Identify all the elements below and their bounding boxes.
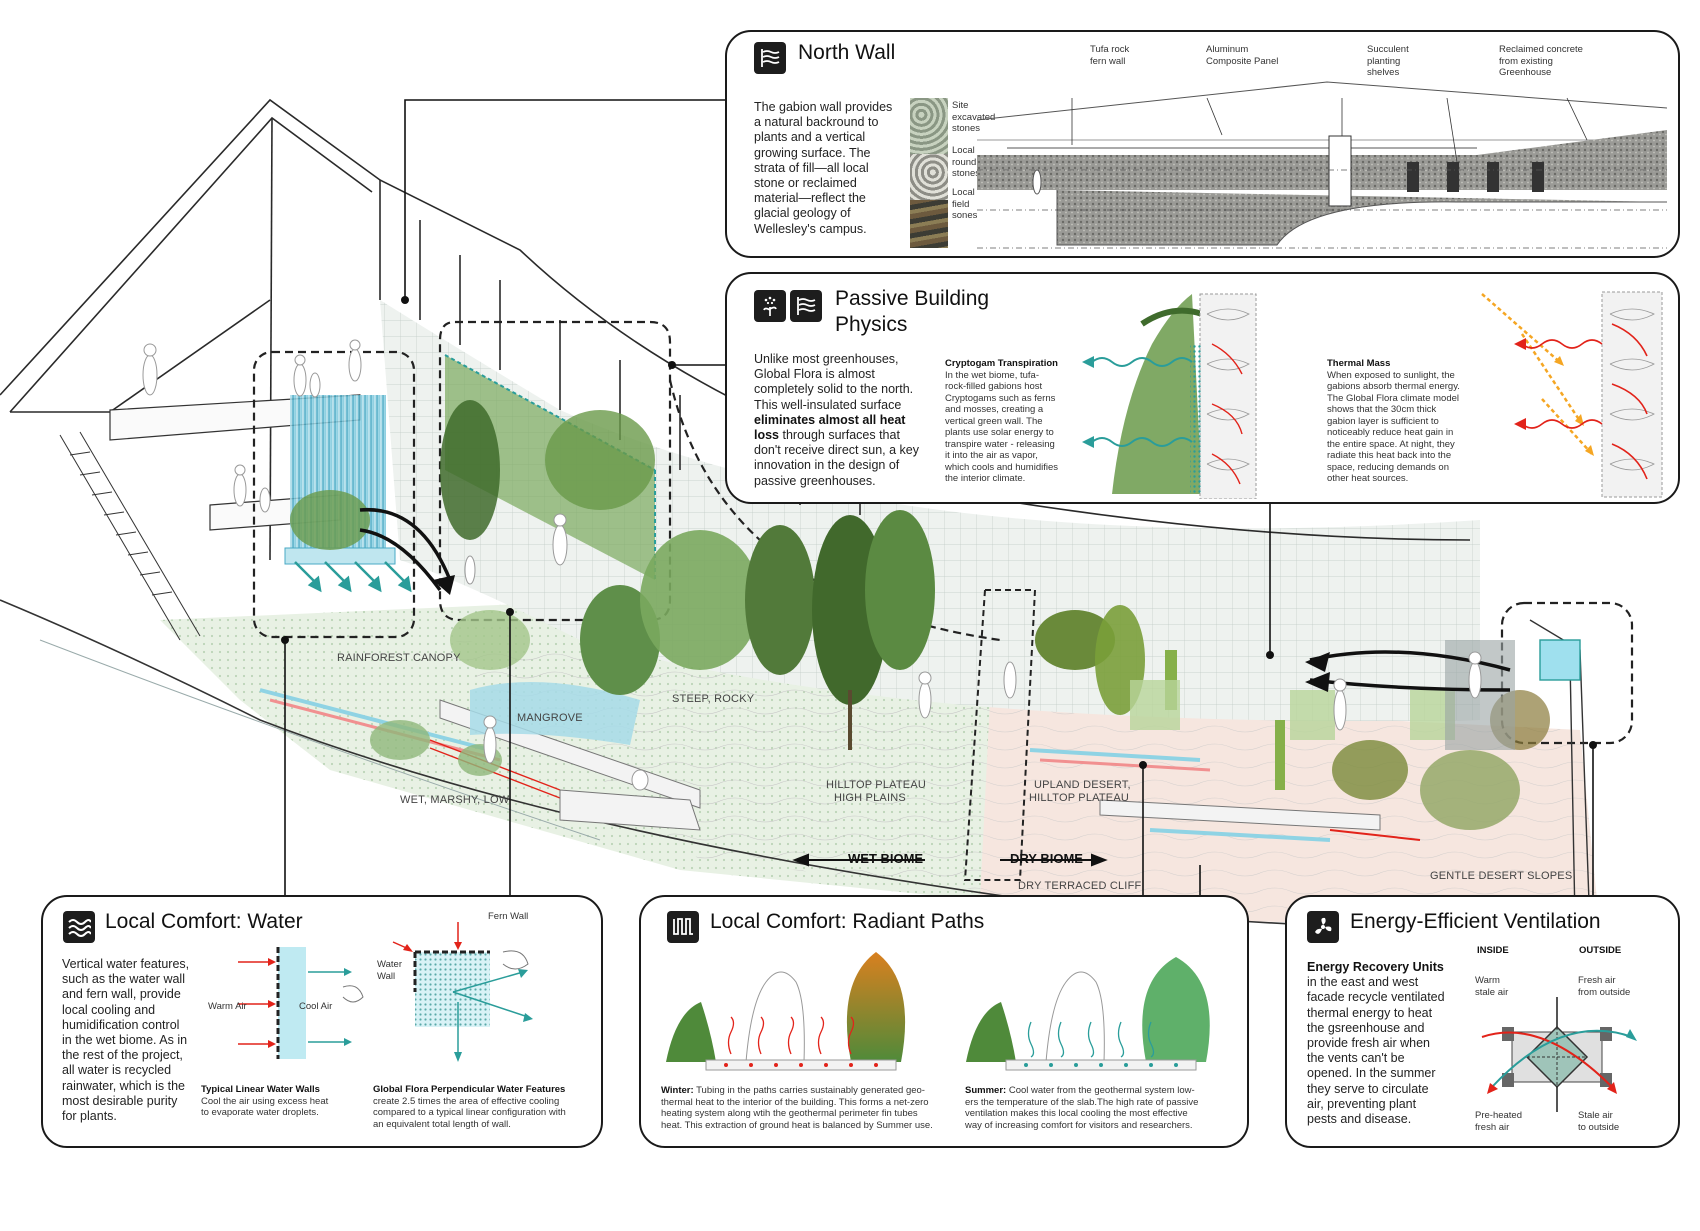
label-wet-biome: WET BIOME bbox=[848, 851, 924, 866]
radiant-paths-panel: Local Comfort: Radiant Paths Winter: Tub… bbox=[639, 895, 1249, 1148]
summer-caption: Summer: Cool water from the geothermal s… bbox=[965, 1085, 1199, 1131]
radiant-title: Local Comfort: Radiant Paths bbox=[710, 910, 985, 933]
water-panel: Local Comfort: Water Vertical water feat… bbox=[41, 895, 603, 1148]
perpendicular-water-feature-diagram bbox=[392, 922, 533, 1062]
summer-radiant-diagram bbox=[966, 957, 1210, 1071]
label-upland-desert: UPLAND DESERT, bbox=[1034, 779, 1131, 791]
label-rainforest-canopy: RAINFOREST CANOPY bbox=[337, 652, 461, 664]
cryptogam-text: Cryptogam Transpiration In the wet biome… bbox=[945, 358, 1059, 484]
water-body: Vertical water features,such as the wate… bbox=[62, 957, 190, 1124]
label-dry-terraced-cliff: DRY TERRACED CLIFF bbox=[1018, 880, 1142, 892]
warm-air-label: Warm Air bbox=[208, 1001, 247, 1012]
label-dry-biome: DRY BIOME bbox=[1010, 851, 1083, 866]
water-waves-icon bbox=[63, 911, 95, 943]
outside-label: OUTSIDE bbox=[1579, 945, 1622, 956]
sun-plant-icon bbox=[754, 290, 786, 322]
wall-icon bbox=[790, 290, 822, 322]
thermal-mass-diagram bbox=[1481, 291, 1663, 498]
radiant-coil-icon bbox=[667, 911, 699, 943]
ventilation-panel: Energy-Efficient Ventilation Energy Reco… bbox=[1285, 895, 1680, 1148]
airflow-arrows bbox=[359, 507, 1511, 692]
north-wall-section-drawing bbox=[977, 81, 1667, 249]
erv-diagram bbox=[1481, 997, 1637, 1112]
wet-biome-trees bbox=[290, 400, 935, 776]
winter-caption: Winter: Tubing in the paths carries sust… bbox=[661, 1085, 933, 1131]
stone-swatch-local-field bbox=[910, 200, 948, 248]
wall-icon bbox=[754, 42, 786, 74]
fern-wall-label: Fern Wall bbox=[488, 911, 529, 922]
label-high-plains: HIGH PLAINS bbox=[834, 792, 906, 804]
people-silhouettes bbox=[142, 339, 1482, 791]
north-wall-title: North Wall bbox=[798, 41, 896, 64]
cool-air-label: Cool Air bbox=[299, 1001, 333, 1012]
water-title: Local Comfort: Water bbox=[105, 910, 303, 933]
stone-swatch-local-round bbox=[910, 154, 948, 200]
label-mangrove: MANGROVE bbox=[517, 712, 583, 724]
perpendicular-water-caption: Global Flora Perpendicular Water Feature… bbox=[373, 1084, 566, 1130]
ventilation-title: Energy-Efficient Ventilation bbox=[1350, 910, 1601, 933]
passive-physics-body: Unlike most greenhouses,Global Flora is … bbox=[754, 352, 919, 488]
linear-water-wall-caption: Typical Linear Water Walls Cool the air … bbox=[201, 1084, 329, 1118]
leader-lines bbox=[284, 99, 1594, 895]
cryptogam-diagram bbox=[1082, 293, 1257, 499]
ventilation-body: Energy Recovery Units in the east and we… bbox=[1307, 960, 1445, 1127]
thermal-mass-text: Thermal Mass When exposed to sunlight, t… bbox=[1327, 358, 1460, 484]
label-gentle-desert-slopes: GENTLE DESERT SLOPES bbox=[1430, 870, 1573, 882]
fan-icon bbox=[1307, 911, 1339, 943]
stairs bbox=[59, 431, 201, 641]
inside-label: INSIDE bbox=[1477, 945, 1509, 956]
label-steep-rocky: STEEP, ROCKY bbox=[672, 693, 755, 705]
label-upland-hilltop: HILLTOP PLATEAU bbox=[1029, 792, 1130, 804]
winter-radiant-diagram bbox=[666, 952, 906, 1071]
stone-swatch-site-excavated bbox=[910, 98, 948, 154]
mangrove-pool bbox=[470, 682, 640, 745]
label-wet-marshy-low: WET, MARSHY, LOW bbox=[400, 794, 510, 806]
label-hilltop-plateau: HILLTOP PLATEAU bbox=[826, 779, 927, 791]
radiant-floor-paths bbox=[259, 688, 1421, 842]
linear-water-wall-diagram bbox=[238, 947, 364, 1059]
